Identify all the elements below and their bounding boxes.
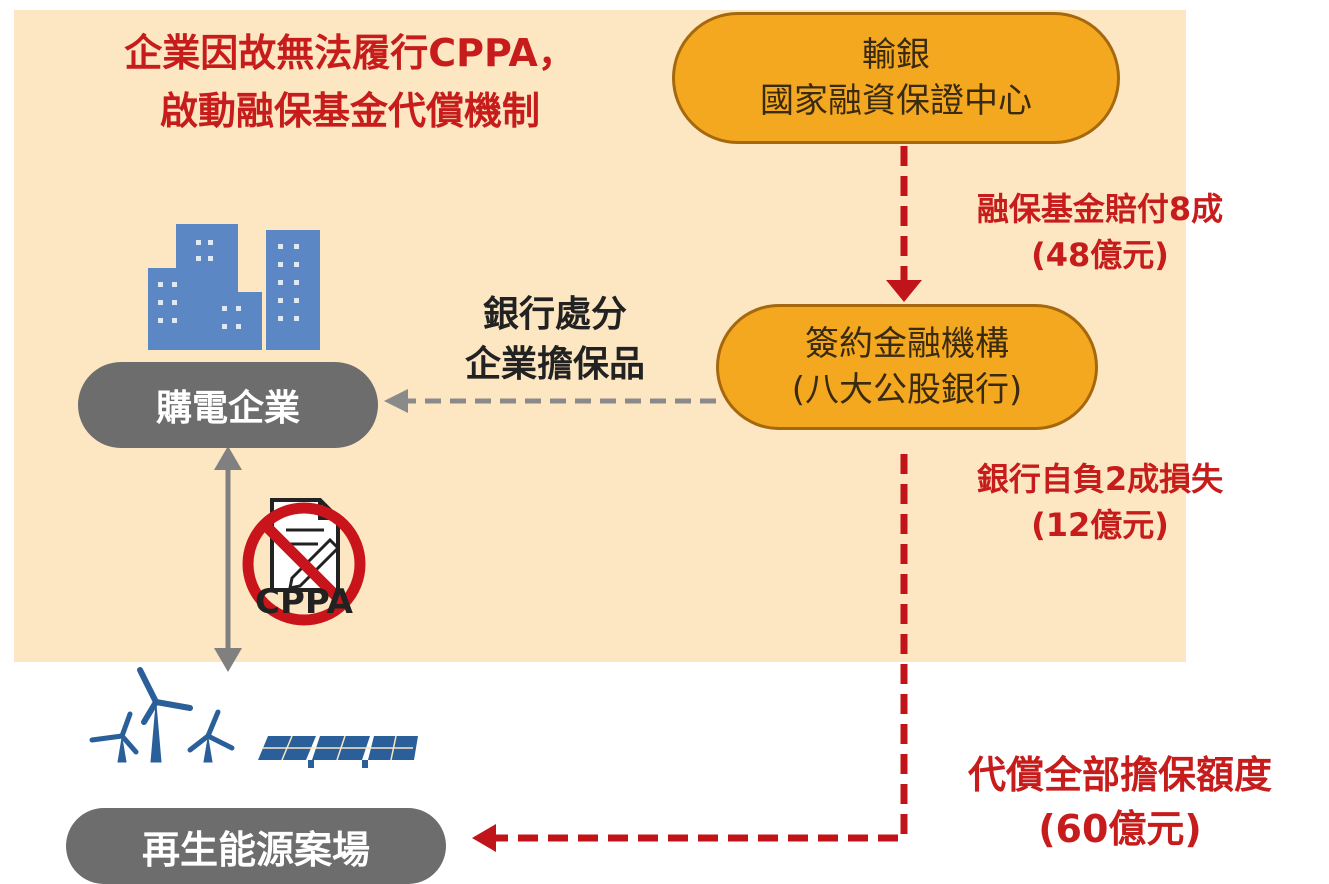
fund-payout-line-2: (48億元) — [1031, 236, 1169, 274]
collateral-line-2: 企業擔保品 — [464, 344, 645, 385]
buyer-label: 購電企業 — [155, 388, 300, 429]
full-cover-arrow — [494, 454, 908, 842]
bank-loss-line-2: (12億元) — [1031, 506, 1169, 544]
bank-loss-line-1: 銀行自負2成損失 — [976, 460, 1224, 498]
contract-icon — [270, 498, 341, 592]
collateral-arrowhead — [384, 389, 408, 413]
contract-arrowhead-top — [214, 446, 242, 470]
solar-panel-icon — [258, 735, 418, 768]
renewable-label: 再生能源案場 — [141, 827, 370, 872]
contract-arrowhead-bottom — [214, 648, 242, 672]
title-line-2: 啟動融保基金代償機制 — [159, 89, 540, 133]
bank-node: 簽約金融機構 (八大公股銀行) — [716, 304, 1098, 430]
cppa-label: CPPA — [255, 582, 353, 622]
diagram-title: 企業因故無法履行CPPA， 啟動融保基金代償機制 — [40, 24, 660, 140]
buyer-node: 購電企業 — [78, 362, 378, 448]
full-cover-arrowhead — [472, 824, 496, 852]
collateral-line-1: 銀行處分 — [482, 294, 627, 335]
renewable-node: 再生能源案場 — [66, 808, 446, 884]
title-line-1: 企業因故無法履行CPPA， — [124, 31, 576, 75]
buildings-icon — [148, 224, 320, 350]
full-cover-line-1: 代償全部擔保額度 — [967, 753, 1272, 797]
guarantor-node: 輸銀 國家融資保證中心 — [672, 12, 1120, 144]
bank-loss-label: 銀行自負2成損失 (12億元) — [930, 456, 1270, 548]
prohibited-icon — [242, 502, 366, 626]
fund-payout-arrowhead — [886, 280, 922, 302]
guarantor-subname: 國家融資保證中心 — [760, 81, 1032, 121]
fund-payout-line-1: 融保基金賠付8成 — [976, 190, 1224, 228]
fund-payout-label: 融保基金賠付8成 (48億元) — [930, 186, 1270, 278]
wind-turbine-icon — [89, 667, 235, 763]
guarantor-name: 輸銀 — [862, 35, 930, 75]
collateral-label: 銀行處分 企業擔保品 — [420, 290, 690, 390]
full-cover-line-2: (60億元) — [1038, 807, 1202, 851]
full-cover-label: 代償全部擔保額度 (60億元) — [920, 748, 1320, 856]
bank-subname: (八大公股銀行) — [791, 370, 1023, 410]
bank-name: 簽約金融機構 — [805, 324, 1009, 364]
